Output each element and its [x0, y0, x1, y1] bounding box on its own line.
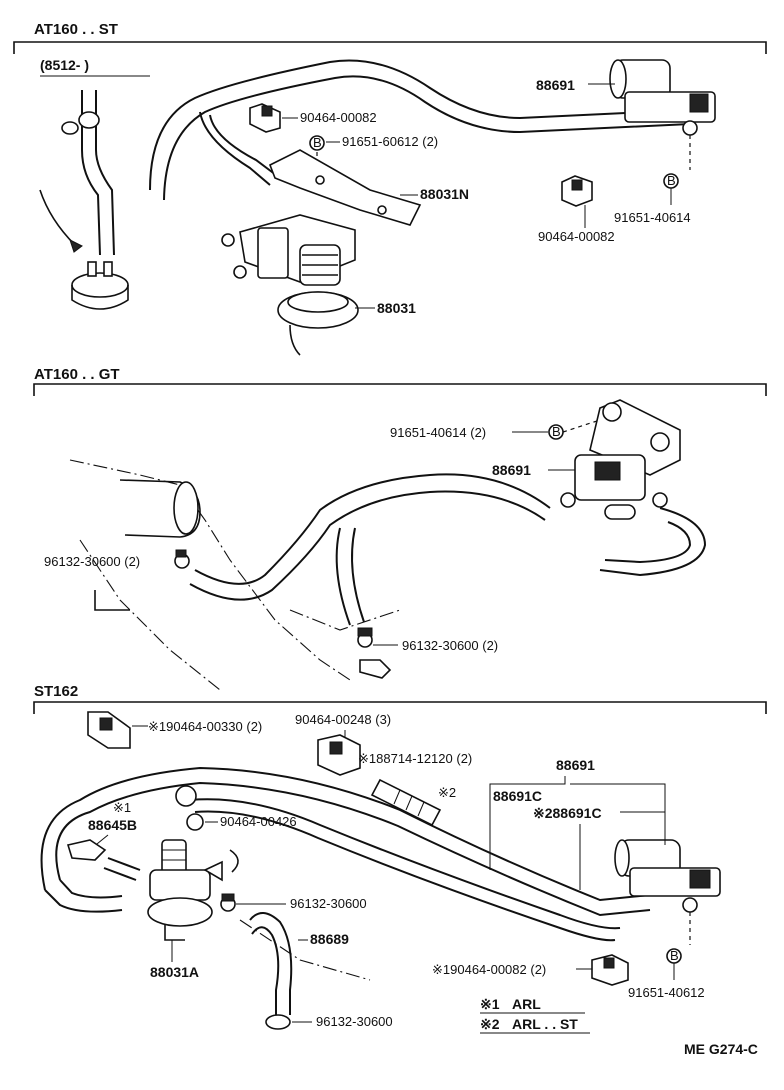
- label-90464-00426: 90464-00426: [220, 814, 297, 829]
- label-88031: 88031: [377, 300, 416, 316]
- main-hose-st: [149, 59, 691, 201]
- part-88645B: [66, 839, 107, 861]
- legend: ※1 ARL ※2 ARL . . ST: [480, 996, 590, 1034]
- actuator-88031: [221, 214, 359, 356]
- clamp-90464-00330: [87, 711, 131, 749]
- vsv-88691-gt: [560, 399, 681, 520]
- clamp-90464-00082-b: [561, 175, 593, 207]
- label-88691C-b: ※288691C: [533, 805, 602, 821]
- bracket-88031N: [268, 149, 422, 226]
- section-frame: [33, 383, 767, 396]
- clamp-90464-00082-st162: [591, 954, 629, 986]
- label-88691-st: 88691: [536, 77, 575, 93]
- label-90464-00082-b: 90464-00082: [538, 229, 615, 244]
- clamp-90464-00248: [317, 734, 361, 776]
- section-at160-gt: AT160 . . GT 88691 B: [33, 366, 767, 691]
- flow-arrow: [39, 189, 76, 246]
- label-91651-40614: 91651-40614: [614, 210, 691, 225]
- label-96132-30600-st162-a: 96132-30600: [290, 896, 367, 911]
- vsv-88691-st: [588, 59, 716, 136]
- left-hose-assembly: [39, 90, 129, 310]
- label-88691C-a: 88691C: [493, 788, 542, 804]
- label-88031N: 88031N: [420, 186, 469, 202]
- legend-text-1: ARL: [512, 996, 541, 1012]
- vsv-88691-st162: [614, 839, 721, 913]
- label-96132-30600-b: 96132-30600 (2): [402, 638, 498, 653]
- label-90464-00330: ※190464-00330 (2): [148, 719, 262, 734]
- section-frame: [13, 41, 767, 54]
- section-title-st162: ST162: [34, 683, 78, 700]
- body-outline: [69, 459, 351, 681]
- actuator-88031A: [147, 839, 239, 941]
- fitting-cap: [71, 272, 129, 298]
- label-88714-12120: ※188714-12120 (2): [358, 751, 472, 766]
- svg-text:B: B: [667, 173, 676, 188]
- label-96132-30600-a: 96132-30600 (2): [44, 554, 140, 569]
- mark-2: ※2: [438, 785, 456, 800]
- label-88689: 88689: [310, 931, 349, 947]
- mark-1: ※1: [113, 800, 131, 815]
- label-91651-40612: 91651-40612: [628, 985, 705, 1000]
- label-88645B: 88645B: [88, 817, 137, 833]
- label-96132-30600-st162-b: 96132-30600: [316, 1014, 393, 1029]
- legend-mark-2: ※2: [480, 1016, 500, 1032]
- label-88691-st162: 88691: [556, 757, 595, 773]
- section-at160-st: AT160 . . ST (8512- ): [13, 21, 767, 356]
- legend-text-2: ARL . . ST: [512, 1016, 578, 1032]
- label-90464-00248: 90464-00248 (3): [295, 712, 391, 727]
- bolt-icon: [309, 135, 325, 151]
- bracket-note: (8512- ): [40, 57, 89, 73]
- clamp-90464-00082-a: [249, 103, 281, 133]
- diagram-code: ME G274-C: [684, 1041, 758, 1057]
- label-88691-gt: 88691: [492, 462, 531, 478]
- legend-mark-1: ※1: [480, 996, 500, 1012]
- label-90464-00082-st162: ※190464-00082 (2): [432, 962, 546, 977]
- clamp-90464-00426: [175, 785, 204, 831]
- hose-clamp-icon: [265, 1014, 291, 1030]
- arrow-head-icon: [69, 239, 83, 253]
- label-88031A: 88031A: [150, 964, 199, 980]
- svg-text:B: B: [670, 948, 679, 963]
- label-91651-40614-gt: 91651-40614 (2): [390, 425, 486, 440]
- svg-text:B: B: [552, 424, 561, 439]
- section-st162: ST162 ※190464-00330 (2) 90464-00248 (3) …: [33, 683, 767, 1030]
- label-91651-60612: 91651-60612 (2): [342, 134, 438, 149]
- label-90464-00082-a: 90464-00082: [300, 110, 377, 125]
- section-title-at160-st: AT160 . . ST: [34, 21, 118, 38]
- section-frame: [33, 701, 767, 714]
- section-title-at160-gt: AT160 . . GT: [34, 366, 120, 383]
- svg-text:B: B: [313, 135, 322, 150]
